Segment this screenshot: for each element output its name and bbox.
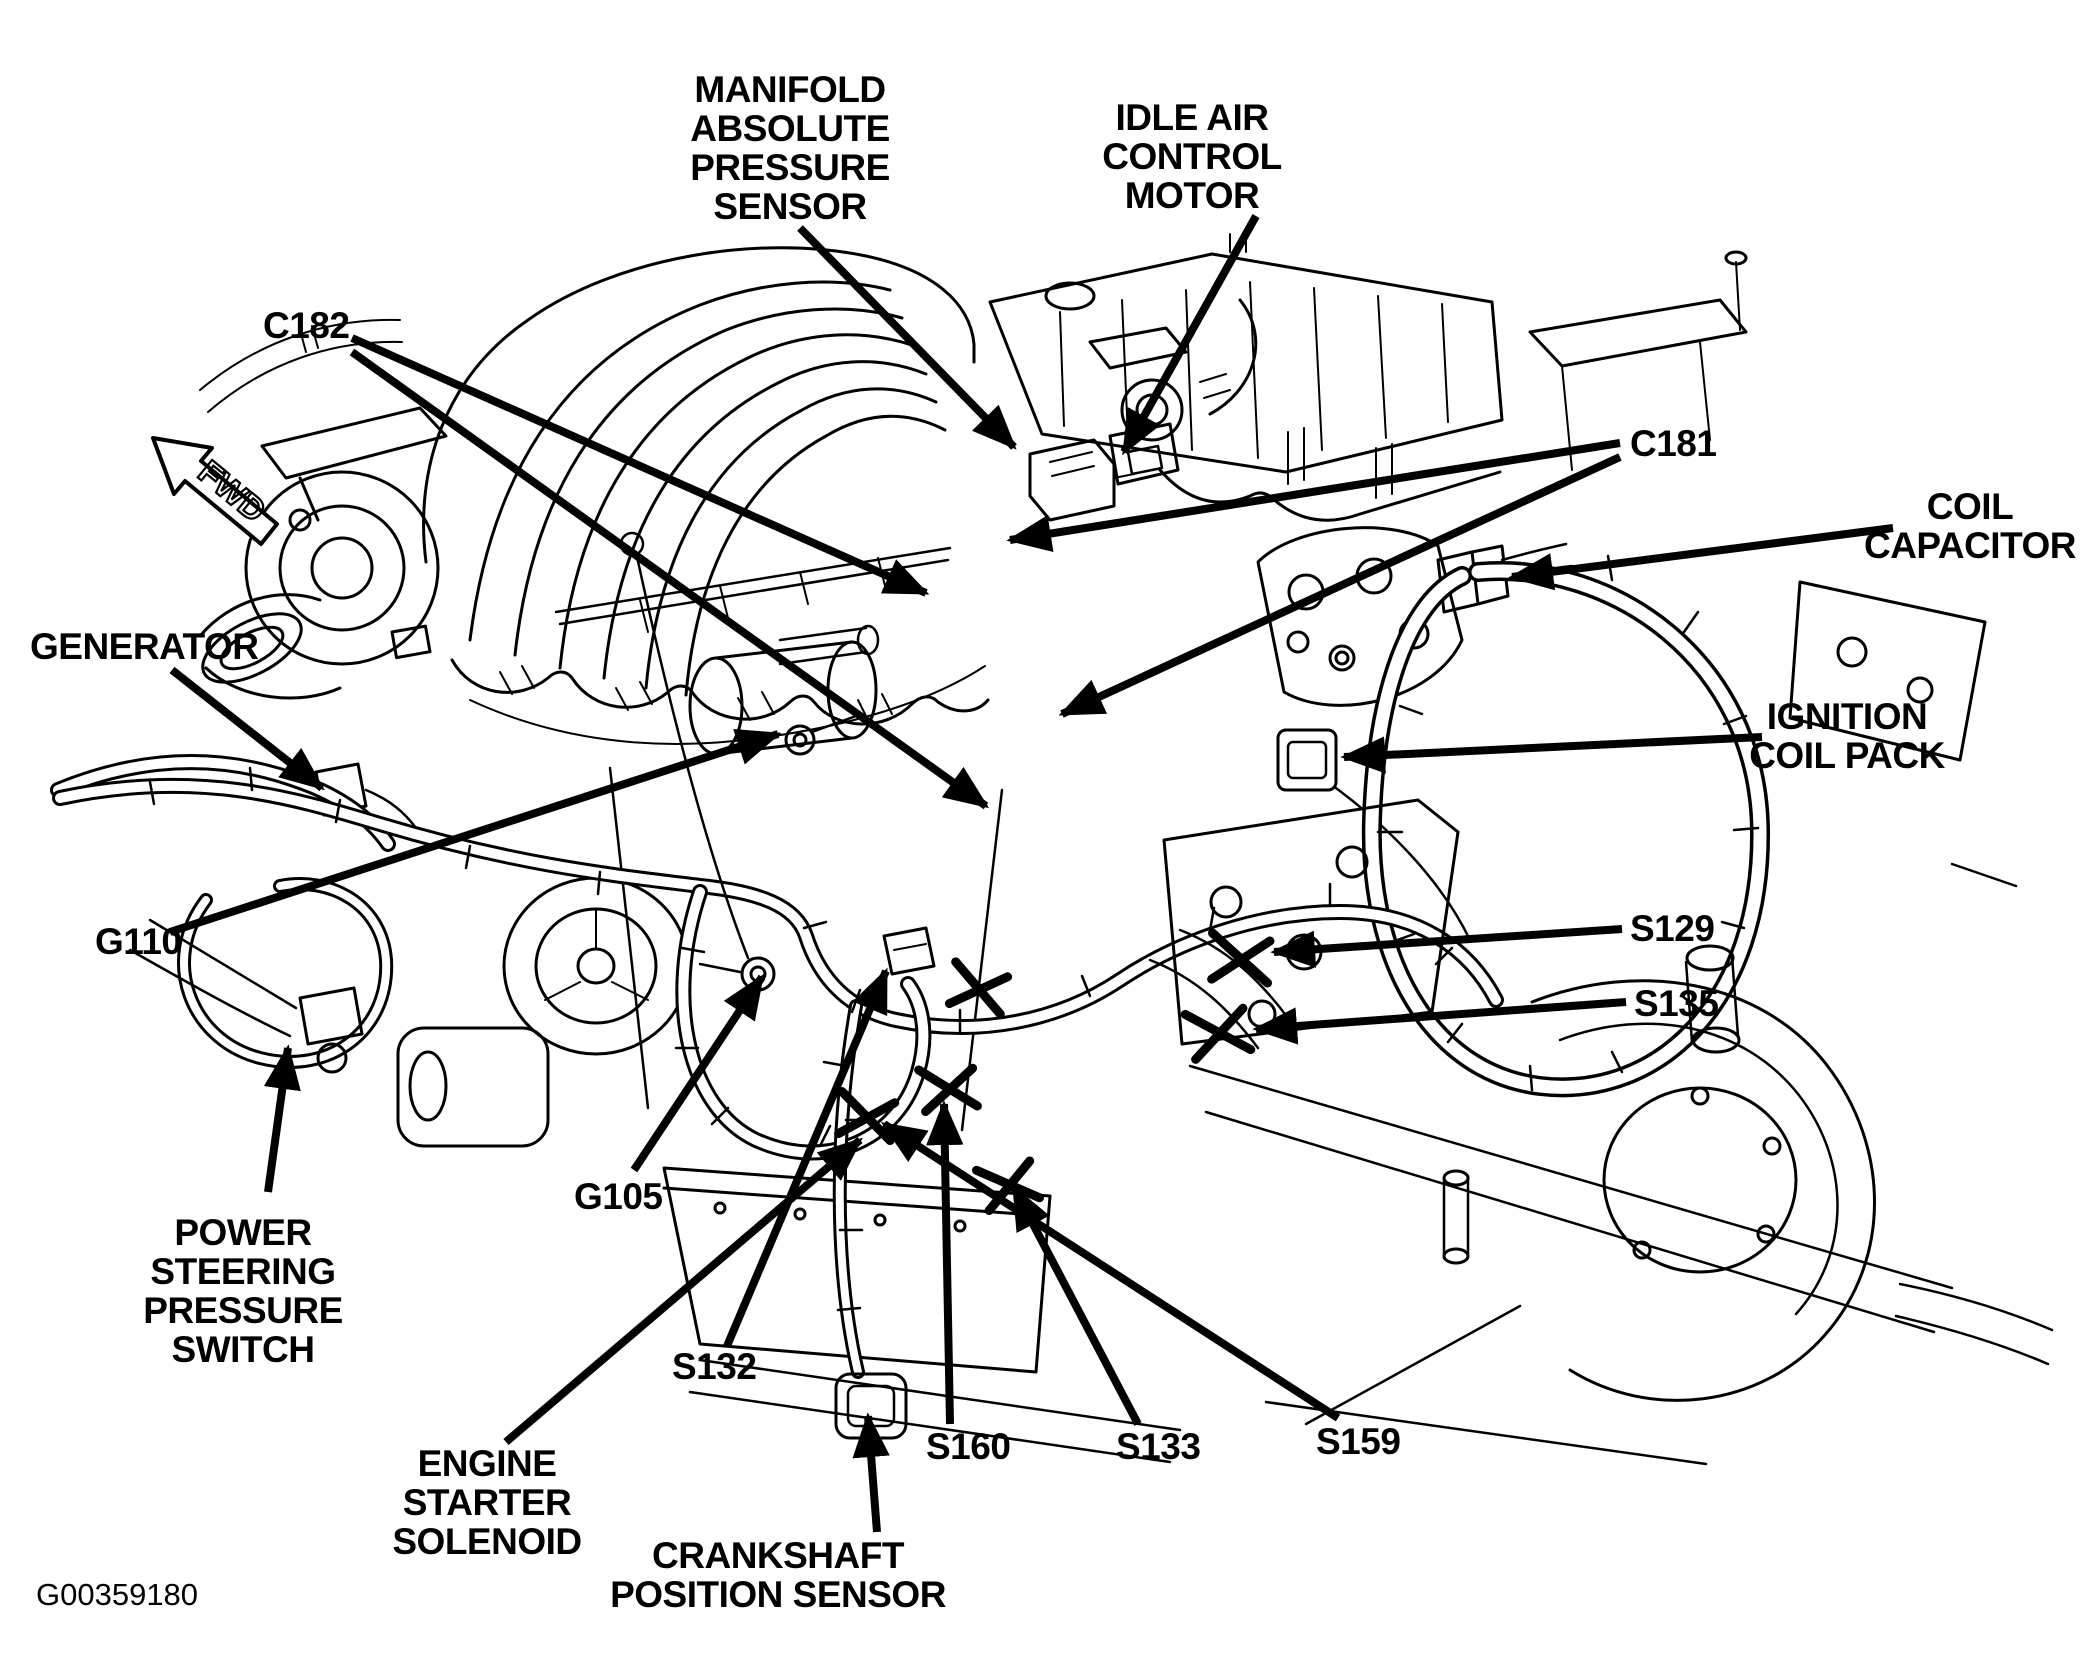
- label-line: ENGINE: [417, 1443, 557, 1484]
- label-generator: GENERATOR: [30, 626, 259, 667]
- label-c181: C181: [1630, 423, 1717, 464]
- label-s133: S133: [1116, 1426, 1201, 1467]
- label-s159: S159: [1316, 1421, 1401, 1462]
- ac-compressor-sketch: [396, 1026, 550, 1148]
- label-c182: C182: [263, 305, 350, 346]
- label-ignition-coil-pack: IGNITION COIL PACK: [1749, 697, 1945, 775]
- figure-id: G00359180: [36, 1577, 199, 1612]
- leader-c182-b: [349, 348, 990, 810]
- crank-pulley-sketch: [502, 876, 690, 1056]
- label-line: IGNITION: [1766, 696, 1928, 737]
- label-line: POSITION SENSOR: [610, 1574, 946, 1615]
- label-line: PRESSURE: [143, 1290, 343, 1331]
- label-s132: S132: [672, 1346, 757, 1387]
- map-sensor-sketch: [1028, 438, 1135, 522]
- engine-illustration: [50, 233, 2054, 1466]
- leader-c182-a: [350, 334, 930, 597]
- label-iac-motor: IDLE AIR CONTROL MOTOR: [1102, 97, 1282, 216]
- leader-lines: [168, 214, 1894, 1533]
- leader-s135: [1252, 998, 1627, 1045]
- leader-s160: [926, 1100, 964, 1425]
- leader-g105: [630, 973, 766, 1173]
- ground-stud-g105-sketch: [698, 956, 776, 992]
- label-line: PRESSURE: [690, 147, 890, 188]
- valve-cover-sketch: [988, 233, 1504, 522]
- leader-c181-a: [1006, 439, 1621, 552]
- label-line: CRANKSHAFT: [652, 1535, 904, 1576]
- label-line: ABSOLUTE: [690, 108, 890, 149]
- label-line: MANIFOLD: [694, 69, 886, 110]
- label-ckp-sensor: CRANKSHAFT POSITION SENSOR: [610, 1536, 946, 1614]
- label-line: IDLE AIR: [1115, 97, 1269, 138]
- label-line: POWER: [174, 1212, 312, 1253]
- leader-s129: [1270, 925, 1623, 968]
- leader-map-sensor: [797, 225, 1017, 450]
- label-s129: S129: [1630, 908, 1715, 949]
- leader-s132: [723, 967, 890, 1348]
- s132-connector-sketch: [882, 926, 936, 976]
- ignition-coil-pack-sketch: [1256, 526, 1472, 942]
- label-line: SOLENOID: [392, 1521, 582, 1562]
- leader-ckp-sensor: [852, 1412, 890, 1533]
- transmission-sketch: [1162, 798, 2054, 1466]
- leader-engine-starter-solenoid: [503, 1136, 863, 1446]
- label-power-steering: POWER STEERING PRESSURE SWITCH: [143, 1213, 343, 1369]
- generator-sketch: [50, 318, 448, 852]
- leader-s133: [1010, 1184, 1142, 1426]
- splice-x-s160: [914, 1063, 982, 1117]
- label-line: CONTROL: [1102, 136, 1282, 177]
- label-line: SENSOR: [713, 186, 867, 227]
- label-line: SWITCH: [171, 1329, 315, 1370]
- label-line: STARTER: [402, 1482, 572, 1523]
- label-coil-capacitor: COIL CAPACITOR: [1863, 486, 2077, 566]
- splice-x-marks: [834, 928, 1275, 1216]
- leader-g110: [168, 728, 782, 936]
- label-line: COIL: [1926, 486, 2014, 527]
- splice-x-s135: [1180, 1003, 1256, 1064]
- leader-iac-motor: [1120, 214, 1260, 456]
- splice-x-s129: [1207, 928, 1275, 988]
- leader-ignition-coil-pack: [1340, 733, 1763, 774]
- leader-coil-capacitor: [1508, 524, 1894, 591]
- ground-stud-g110-sketch: [784, 714, 858, 756]
- label-line: STEERING: [150, 1251, 336, 1292]
- label-g105: G105: [574, 1176, 663, 1217]
- label-line: COIL PACK: [1749, 735, 1945, 776]
- leader-s159: [880, 1120, 1341, 1422]
- leader-generator: [169, 666, 325, 792]
- label-engine-starter-solenoid: ENGINE STARTER SOLENOID: [392, 1443, 582, 1562]
- label-line: CAPACITOR: [1863, 525, 2077, 566]
- label-s135: S135: [1634, 983, 1719, 1024]
- label-line: MOTOR: [1124, 175, 1260, 216]
- power-steering-switch-sketch: [128, 918, 364, 1074]
- leader-power-steering: [263, 1044, 301, 1193]
- splice-x-a: [944, 957, 1013, 1019]
- label-map-sensor: MANIFOLD ABSOLUTE PRESSURE SENSOR: [690, 70, 890, 226]
- leader-c181-b: [1058, 453, 1622, 718]
- fwd-arrow-icon: FWD: [151, 436, 279, 546]
- label-s160: S160: [926, 1426, 1011, 1467]
- label-g110: G110: [95, 921, 182, 962]
